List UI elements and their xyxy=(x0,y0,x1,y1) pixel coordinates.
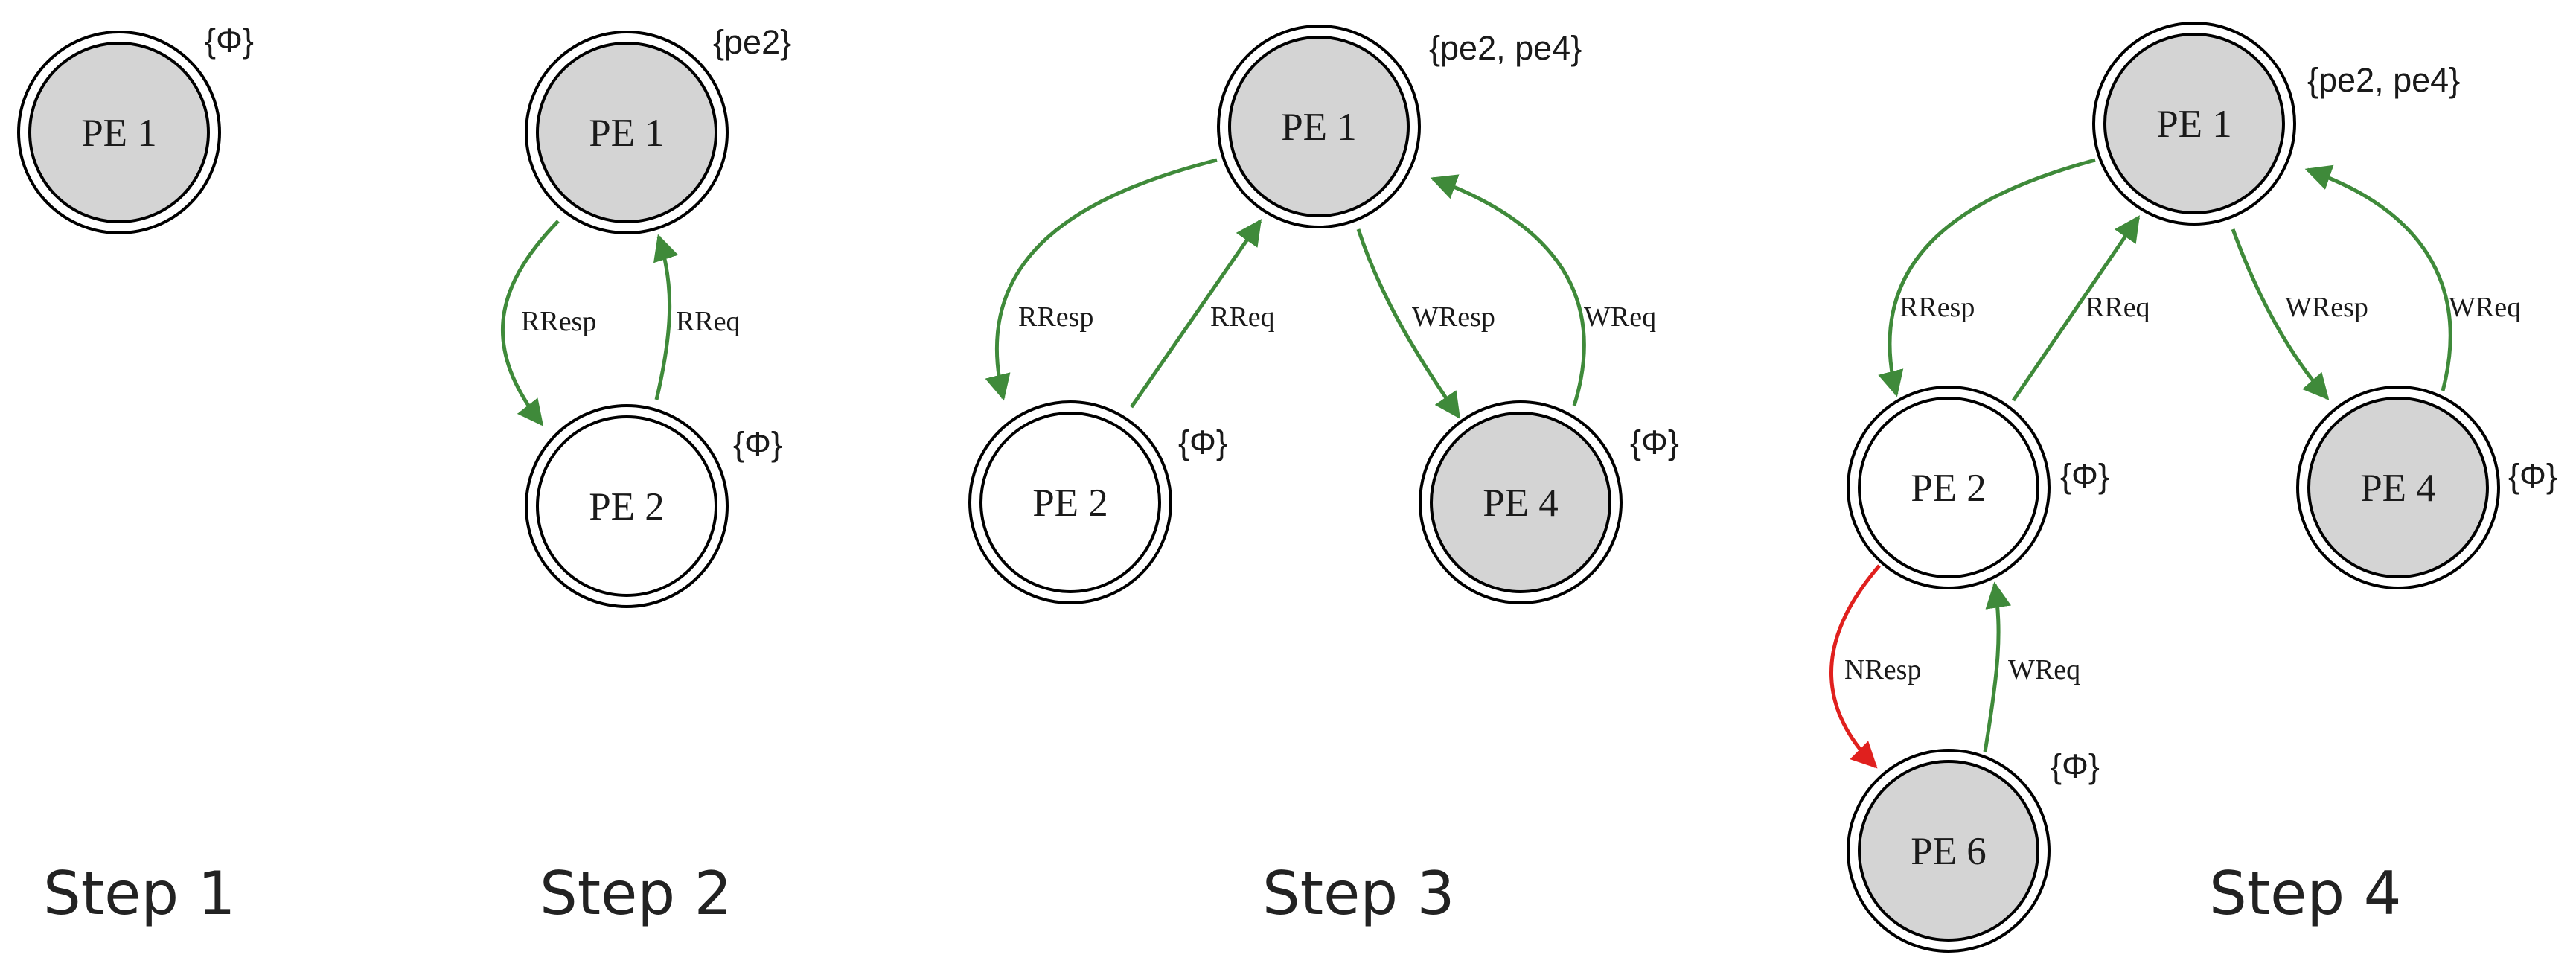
node-label: PE 4 xyxy=(1483,482,1559,525)
node-label: PE 2 xyxy=(589,485,665,528)
node-label: PE 2 xyxy=(1032,482,1108,525)
edge-label: RReq xyxy=(676,306,741,337)
edge-label: RResp xyxy=(521,306,596,337)
node-set-label: {pe2} xyxy=(713,23,791,61)
edge-rreq xyxy=(653,234,679,400)
node-set-label: {pe2, pe4} xyxy=(1429,29,1582,67)
node-s4-pe1: PE 1 xyxy=(2092,22,2296,226)
edge-nresp xyxy=(1829,564,1881,769)
edge-label: WResp xyxy=(2285,292,2368,323)
edge-rresp xyxy=(1878,158,2096,397)
node-label: PE 1 xyxy=(589,112,665,155)
edge-rreq xyxy=(1129,219,1262,409)
edge-rresp xyxy=(501,220,560,426)
step-4: RResp RReq WResp WReq NResp WReq PE 1 {p… xyxy=(1829,22,2557,953)
step-label: Step 3 xyxy=(1262,859,1454,928)
node-set-label: {Φ} xyxy=(2051,747,2100,785)
edge-label: WReq xyxy=(1584,301,1656,333)
node-s4-pe6: PE 6 xyxy=(1847,749,2051,953)
node-s3-pe2: PE 2 xyxy=(968,400,1172,604)
edge-wreq xyxy=(1430,174,1586,406)
node-label: PE 1 xyxy=(81,112,157,155)
edge-label: NResp xyxy=(1844,654,1921,685)
edge-label: WReq xyxy=(2008,654,2080,685)
edge-label: RReq xyxy=(2086,292,2150,323)
edge-wresp xyxy=(2231,228,2330,400)
edge-label: RResp xyxy=(1899,292,1975,323)
step-3: RResp RReq WResp WReq PE 1 {pe2, pe4} PE… xyxy=(968,25,1679,928)
node-set-label: {Φ} xyxy=(2508,457,2557,495)
node-set-label: {pe2, pe4} xyxy=(2307,61,2460,99)
edge-label: RReq xyxy=(1210,301,1275,333)
edge-label: WReq xyxy=(2449,292,2521,323)
step-label: Step 1 xyxy=(43,859,235,928)
node-label: PE 1 xyxy=(1281,106,1357,149)
edge-wreq xyxy=(2304,164,2452,391)
node-set-label: {Φ} xyxy=(1178,424,1227,461)
node-label: PE 6 xyxy=(1911,830,1987,873)
node-s1-pe1: PE 1 xyxy=(17,31,221,234)
step-1: PE 1 {Φ} Step 1 xyxy=(17,22,254,928)
edge-wreq xyxy=(1983,581,2012,752)
node-s3-pe1: PE 1 xyxy=(1217,25,1421,228)
edge-rresp xyxy=(985,158,1218,401)
step-label: Step 2 xyxy=(540,859,732,928)
node-set-label: {Φ} xyxy=(1630,424,1679,461)
edge-label: WResp xyxy=(1412,301,1495,333)
step-label: Step 4 xyxy=(2209,859,2401,928)
node-label: PE 4 xyxy=(2360,467,2436,510)
node-s2-pe2: PE 2 xyxy=(525,404,729,608)
edge-rreq xyxy=(2011,215,2141,402)
node-label: PE 2 xyxy=(1911,467,1987,510)
step-2: RResp RReq PE 1 {pe2} PE 2 {Φ} Step 2 xyxy=(501,23,791,928)
node-s2-pe1: PE 1 xyxy=(525,31,729,234)
edge-label: RResp xyxy=(1018,301,1093,333)
node-s4-pe4: PE 4 xyxy=(2296,386,2500,589)
node-s3-pe4: PE 4 xyxy=(1419,400,1623,604)
node-set-label: {Φ} xyxy=(2060,457,2109,495)
edge-wresp xyxy=(1356,228,1461,419)
node-s4-pe2: PE 2 xyxy=(1847,386,2051,589)
node-set-label: {Φ} xyxy=(733,425,782,463)
node-set-label: {Φ} xyxy=(205,22,254,60)
node-label: PE 1 xyxy=(2156,103,2232,146)
